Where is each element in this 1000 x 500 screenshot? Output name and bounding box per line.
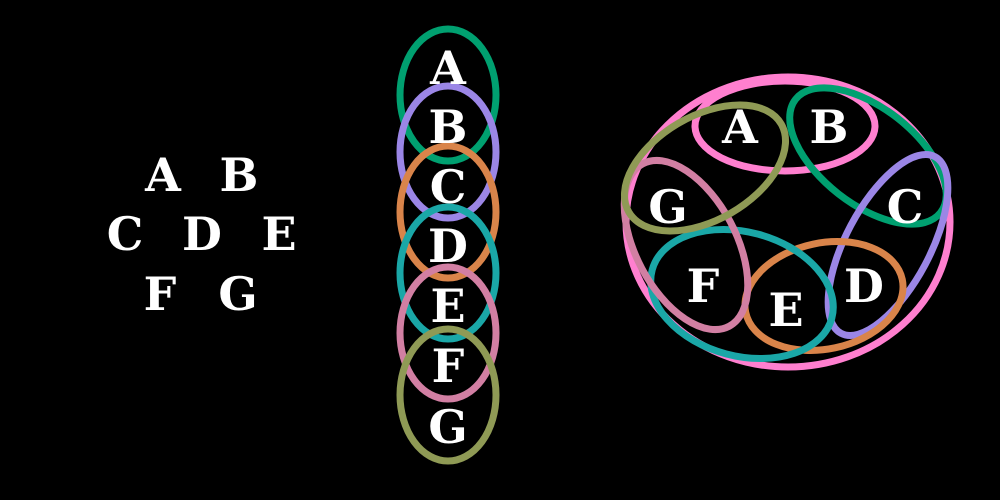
right-ring-c-d — [824, 151, 952, 339]
right-ring-b-c — [786, 84, 950, 228]
right-ring-g-a — [620, 101, 790, 235]
right-letter-b: B — [810, 100, 849, 154]
left-letter-a: A — [144, 148, 182, 202]
left-letter-c: C — [107, 207, 144, 261]
right-letter-c: C — [887, 180, 924, 234]
middle-letter-d: D — [428, 219, 468, 273]
middle-ring-f-g — [396, 325, 500, 465]
left-letter-b: B — [220, 148, 259, 202]
right-letter-d: D — [844, 259, 884, 313]
middle-letter-b: B — [429, 100, 468, 154]
middle-letter-c: C — [430, 160, 467, 214]
right-ring-e-f — [647, 225, 837, 363]
left-letter-e: E — [261, 207, 296, 261]
right-letter-g: G — [648, 180, 687, 234]
right-ring-a-b — [691, 77, 879, 175]
middle-ring-b-c — [396, 82, 500, 222]
right-letter-f: F — [687, 259, 720, 313]
left-letter-f: F — [144, 267, 177, 321]
left-letter-d: D — [182, 207, 222, 261]
middle-letter-a: A — [429, 41, 467, 95]
middle-panel: A B C D E F G — [396, 25, 500, 465]
right-ring-d-e — [741, 238, 907, 354]
right-letter-a: A — [721, 100, 759, 154]
right-letter-e: E — [768, 283, 803, 337]
middle-ring-d-e — [396, 203, 500, 343]
middle-ring-c-d — [396, 142, 500, 282]
right-ring-f-g — [620, 156, 752, 334]
right-panel: A B C D E F G — [620, 73, 954, 371]
middle-ring-e-f — [396, 263, 500, 403]
left-panel: A B C D E F G — [107, 148, 297, 321]
left-letter-g: G — [218, 267, 257, 321]
middle-letter-g: G — [428, 400, 467, 454]
middle-letter-e: E — [430, 279, 465, 333]
middle-letter-f: F — [432, 339, 465, 393]
middle-ring-a-b — [396, 25, 500, 165]
